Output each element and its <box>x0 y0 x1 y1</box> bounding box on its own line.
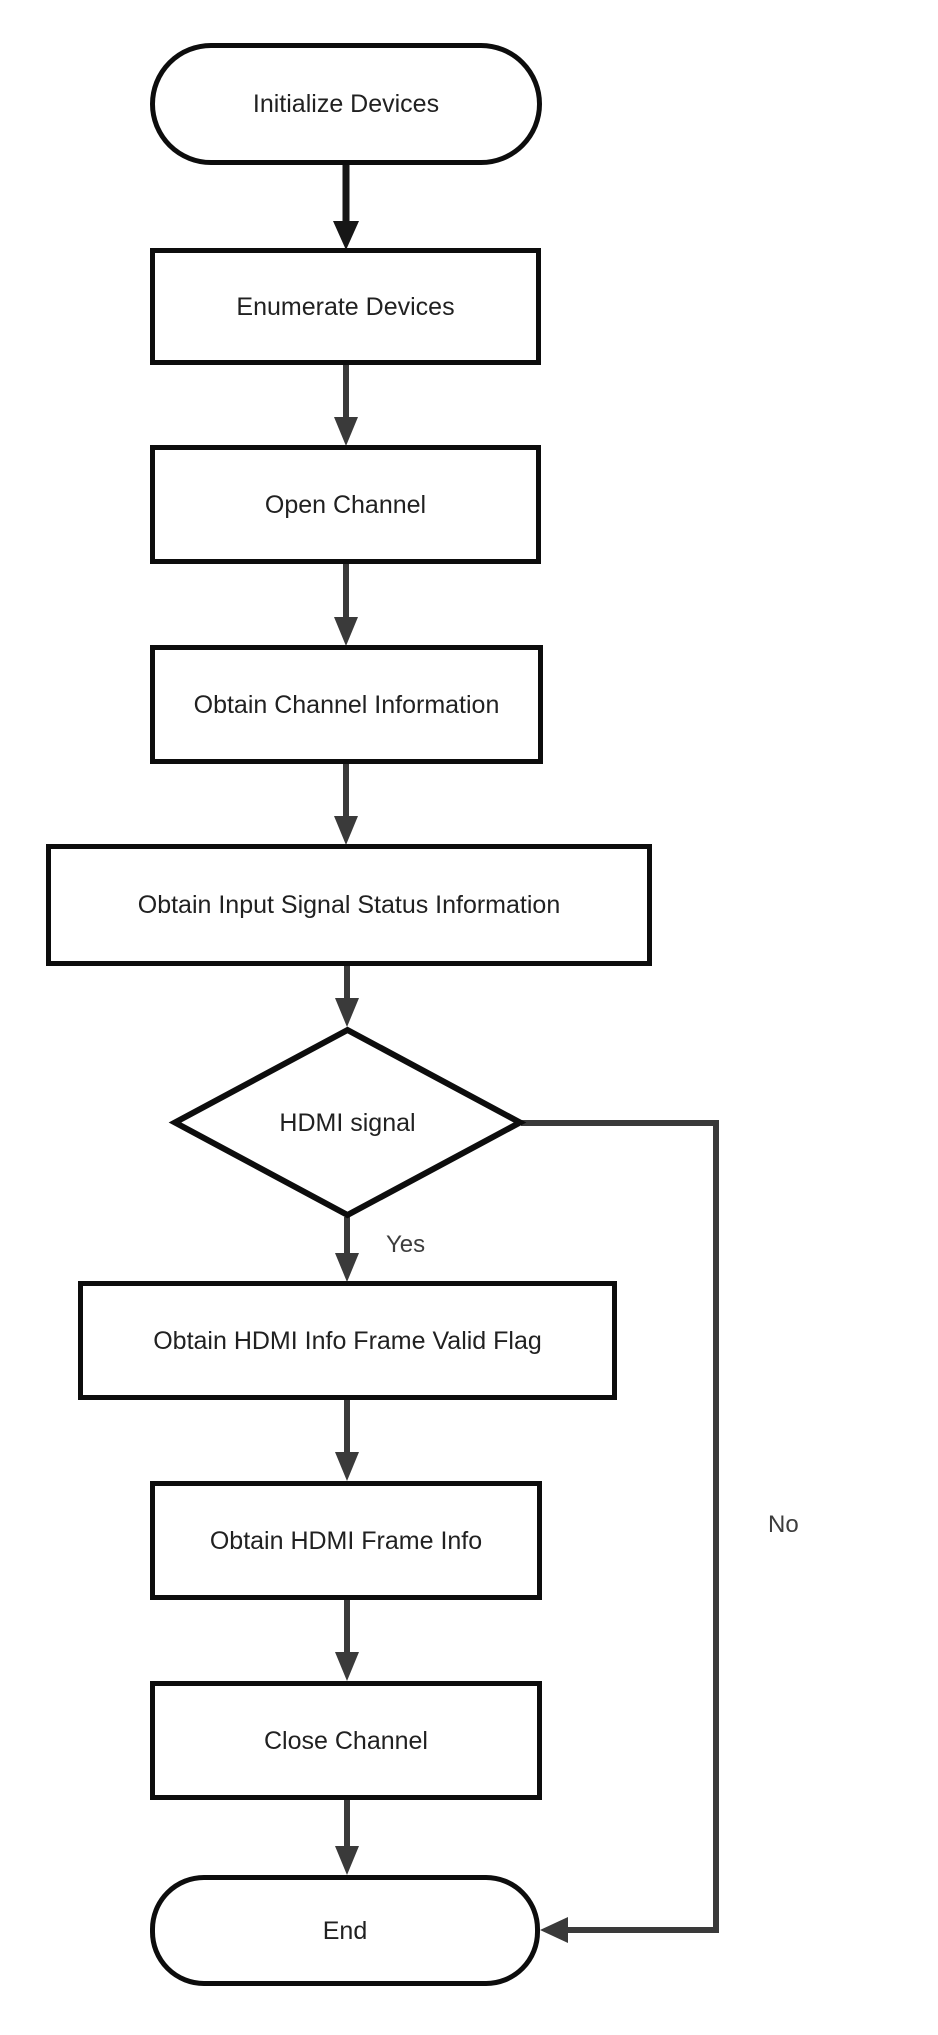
node-label: Enumerate Devices <box>236 292 455 321</box>
arrowhead-start-to-enumerate <box>333 221 359 250</box>
edge-label-no: No <box>768 1511 799 1538</box>
arrowhead-channel-info-to-input-status <box>334 816 358 845</box>
node-obtain-input-signal-status: Obtain Input Signal Status Information <box>46 844 652 966</box>
node-label: Open Channel <box>264 490 427 519</box>
node-end: End <box>150 1875 540 1986</box>
arrowhead-open-to-channel-info <box>334 617 358 646</box>
decision-diamond-shape <box>168 1026 527 1219</box>
node-label: Obtain Channel Information <box>193 690 500 719</box>
arrowhead-enumerate-to-open <box>334 417 358 446</box>
arrowhead-decision-yes <box>335 1253 359 1282</box>
arrowhead-valid-flag-to-frame-info <box>335 1452 359 1481</box>
connector-decision-no <box>521 1120 719 1933</box>
node-label: Obtain HDMI Frame Info <box>209 1526 483 1555</box>
node-obtain-hdmi-frame-info: Obtain HDMI Frame Info <box>150 1481 542 1600</box>
node-label: Close Channel <box>264 1726 428 1755</box>
arrowhead-input-status-to-decision <box>335 998 359 1027</box>
node-obtain-hdmi-info-frame-valid-flag: Obtain HDMI Info Frame Valid Flag <box>78 1281 617 1400</box>
node-label: HDMI signal <box>279 1108 416 1137</box>
node-label: Initialize Devices <box>252 90 440 118</box>
node-label: Obtain HDMI Info Frame Valid Flag <box>153 1326 542 1355</box>
edge-label-yes: Yes <box>386 1231 426 1258</box>
node-enumerate-devices: Enumerate Devices <box>150 248 541 365</box>
arrowhead-decision-no <box>540 1917 568 1943</box>
node-label: End <box>322 1916 368 1945</box>
node-hdmi-signal-decision: HDMI signal <box>172 1027 523 1218</box>
node-open-channel: Open Channel <box>150 445 541 564</box>
node-label: Obtain Input Signal Status Information <box>137 891 561 919</box>
arrowhead-frame-info-to-close <box>335 1652 359 1681</box>
node-obtain-channel-information: Obtain Channel Information <box>150 645 543 764</box>
node-close-channel: Close Channel <box>150 1681 542 1800</box>
node-initialize-devices: Initialize Devices <box>150 43 542 165</box>
arrowhead-close-to-end <box>335 1846 359 1875</box>
